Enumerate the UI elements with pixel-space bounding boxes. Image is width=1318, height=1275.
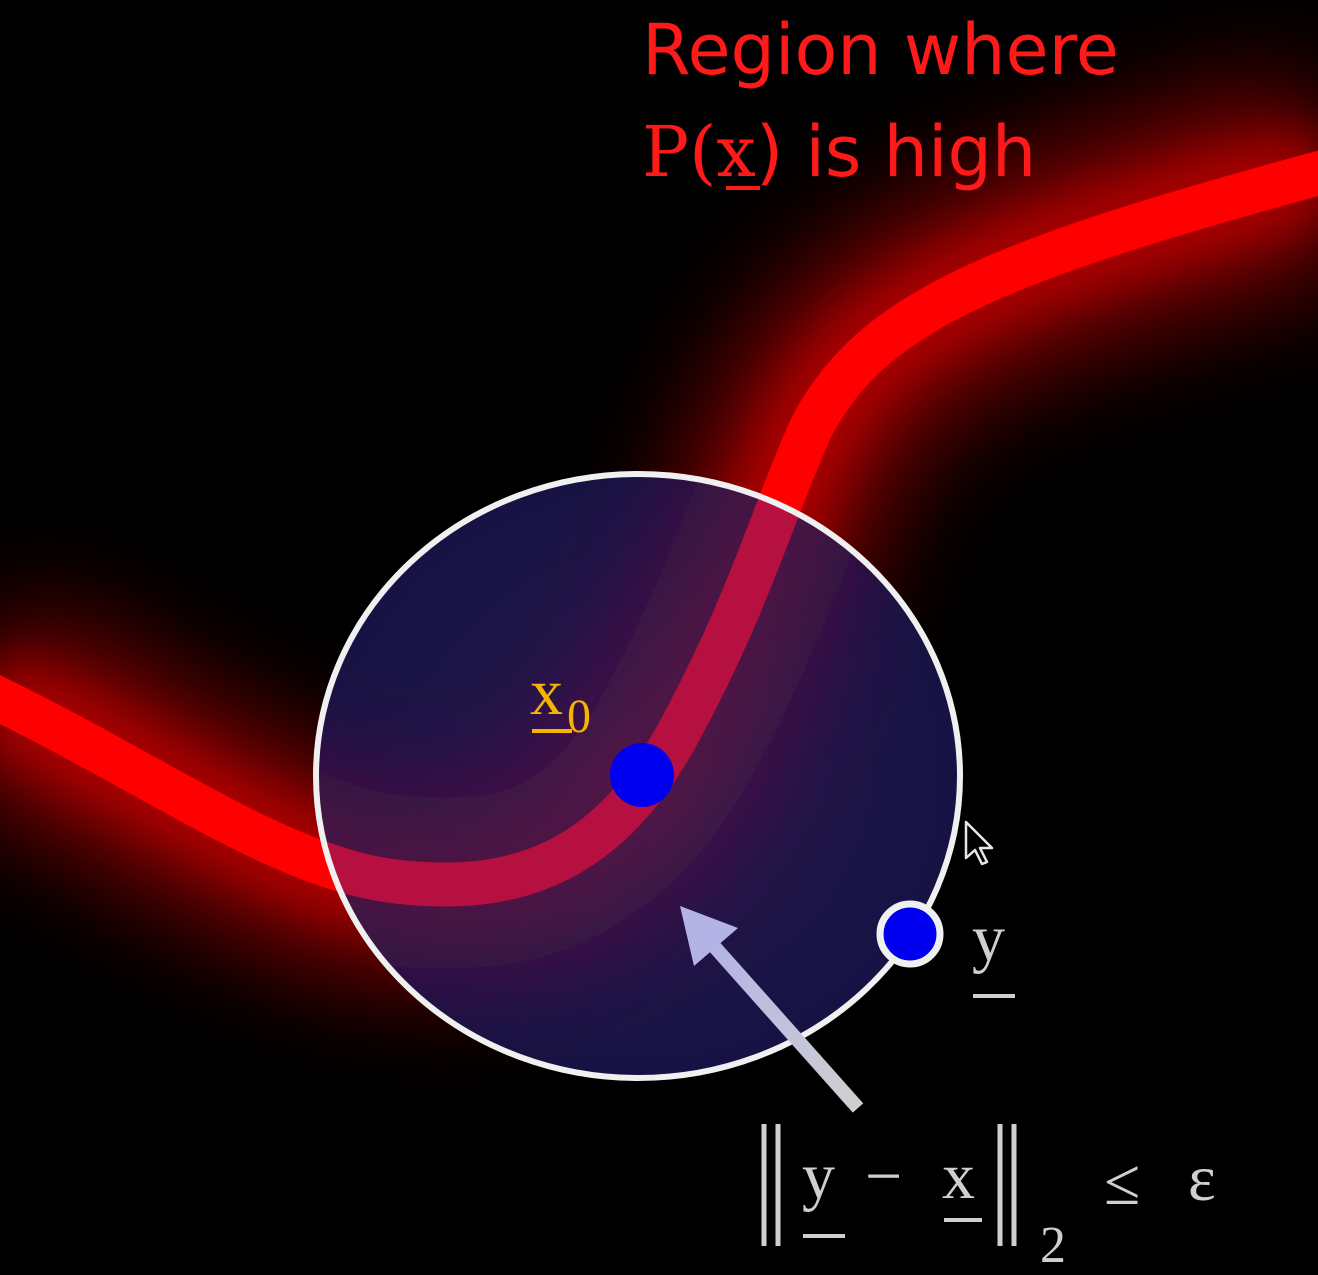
constraint-epsilon: ε xyxy=(1188,1142,1216,1215)
x0-label: x0 xyxy=(530,656,591,743)
title-line-2: P(x) is high xyxy=(642,111,1036,193)
x0-sub: 0 xyxy=(567,690,591,743)
title-line-1: Region where xyxy=(642,9,1119,91)
point-y xyxy=(876,900,944,968)
norm-arrow xyxy=(680,906,864,1113)
title-x-var: x xyxy=(716,111,755,193)
constraint-y: y xyxy=(802,1140,835,1213)
y-label: y xyxy=(972,902,1005,975)
norm-constraint: y − x 2 ≤ ε xyxy=(761,1124,1216,1274)
mouse-pointer-icon xyxy=(964,820,994,866)
constraint-minus: − xyxy=(865,1140,902,1213)
x0-var: x xyxy=(530,656,563,729)
constraint-subscript: 2 xyxy=(1040,1217,1066,1274)
title-p-open: P( xyxy=(642,111,716,193)
point-x0 xyxy=(610,743,674,807)
constraint-leq: ≤ xyxy=(1104,1146,1140,1219)
title-p-close: ) is high xyxy=(756,111,1036,193)
constraint-x: x xyxy=(942,1140,975,1213)
